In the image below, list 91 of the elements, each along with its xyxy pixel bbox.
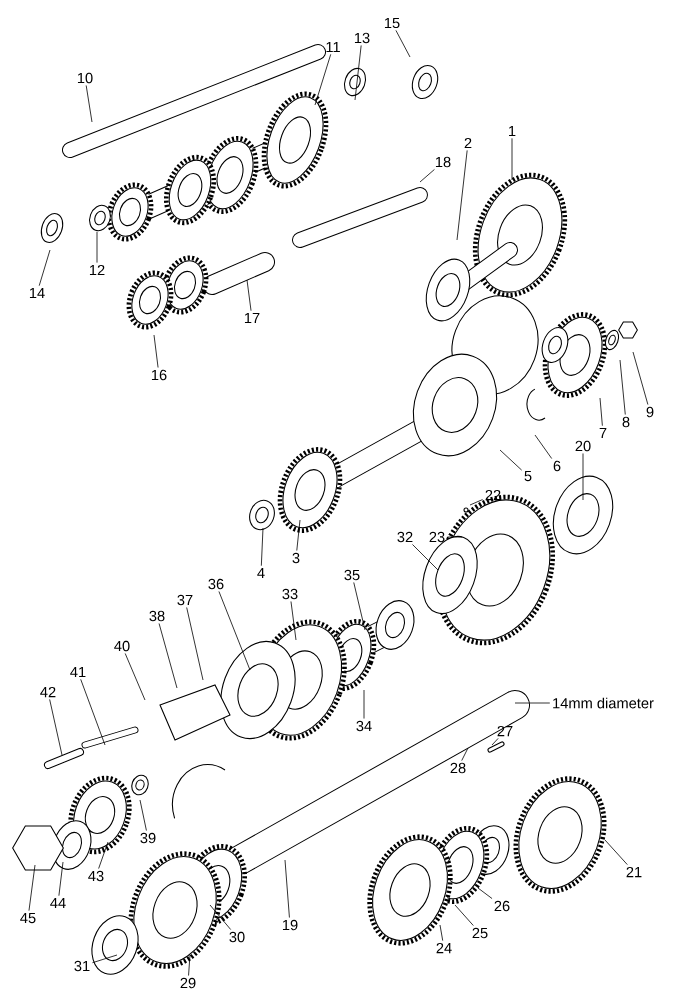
callout-number: 26 [494, 900, 510, 912]
callout-number: 12 [89, 264, 105, 276]
leader-line [314, 53, 332, 106]
callout-number: 31 [74, 960, 90, 972]
callout-number: 6 [553, 460, 561, 472]
leader-line [153, 334, 159, 368]
leader-line [604, 839, 628, 865]
callout-number: 9 [646, 406, 654, 418]
callout-number: 24 [436, 942, 452, 954]
leader-line [98, 841, 109, 869]
leader-line [260, 527, 264, 567]
leader-line [284, 859, 290, 918]
callout-number: 43 [88, 870, 104, 882]
leader-line [158, 623, 178, 689]
leader-line [456, 150, 468, 241]
leader-line [92, 954, 118, 964]
callout-number: 28 [450, 762, 466, 774]
leader-line [534, 434, 553, 459]
callout-number: 23 [429, 531, 445, 543]
leader-line [461, 747, 469, 761]
callout-number: 10 [77, 72, 93, 84]
callout-number: 14mm diameter [553, 697, 654, 709]
callout-number: 27 [497, 725, 513, 737]
leader-line [58, 861, 64, 897]
callout-number: 8 [622, 416, 630, 428]
leader-line [619, 359, 626, 415]
callout-number: 16 [151, 369, 167, 381]
callout-number: 21 [626, 866, 642, 878]
leader-line [290, 601, 297, 641]
leader-line [439, 924, 444, 941]
leader-line [412, 544, 439, 571]
callout-number: 7 [599, 427, 607, 439]
leader-line [599, 397, 603, 427]
callout-number: 3 [292, 552, 300, 564]
leader-line [514, 702, 551, 704]
callout-number: 25 [472, 927, 488, 939]
leader-line [469, 499, 483, 506]
leader-line [96, 231, 98, 263]
callout-number: 40 [114, 640, 130, 652]
callout-number: 32 [397, 531, 413, 543]
callout-number: 20 [575, 440, 591, 452]
leader-line [246, 279, 252, 312]
callout-number: 45 [20, 912, 36, 924]
leader-line [477, 887, 493, 899]
callout-number: 15 [384, 17, 400, 29]
callout-number: 36 [208, 578, 224, 590]
leader-line [49, 699, 63, 756]
callout-number: 34 [356, 720, 372, 732]
callout-number: 29 [180, 977, 196, 989]
leader-line [582, 453, 584, 501]
leader-line [296, 519, 301, 551]
leader-line [354, 45, 362, 101]
callout-number: 38 [149, 610, 165, 622]
leader-line [38, 249, 51, 287]
callout-number: 17 [244, 312, 260, 324]
callout-number: 2 [464, 137, 472, 149]
callout-number: 13 [354, 32, 370, 44]
leader-line [353, 582, 366, 631]
leader-line [511, 137, 513, 181]
callout-number: 44 [50, 898, 66, 909]
leader-line [186, 607, 204, 681]
leader-line [419, 169, 435, 183]
leader-line [218, 591, 251, 671]
callout-number: 30 [229, 931, 245, 943]
callout-number: 14 [29, 287, 45, 299]
callout-number: 5 [524, 470, 532, 482]
callout-number: 35 [344, 569, 360, 581]
leader-line [447, 536, 463, 538]
leader-line [499, 449, 523, 471]
callout-number: 19 [282, 919, 298, 931]
callout-number: 1 [509, 125, 516, 137]
leader-line [395, 30, 411, 58]
leader-line [363, 689, 365, 719]
leader-line [188, 954, 191, 976]
callout-number: 18 [435, 156, 451, 168]
callout-number: 11 [326, 41, 340, 53]
leader-line [491, 738, 499, 746]
leader-line [85, 85, 93, 123]
leader-line [454, 904, 474, 926]
leader-line [209, 904, 232, 930]
callout-number: 41 [70, 666, 86, 678]
callout-number: 33 [282, 588, 298, 600]
callout-number: 39 [140, 832, 156, 844]
leader-line [124, 653, 146, 701]
callout-number: 37 [177, 594, 193, 606]
leader-line [80, 678, 106, 746]
leader-line [139, 799, 147, 831]
leader-line [28, 864, 36, 911]
callout-number: 4 [257, 567, 265, 579]
leader-line [632, 351, 649, 405]
callout-number: 42 [40, 686, 56, 698]
